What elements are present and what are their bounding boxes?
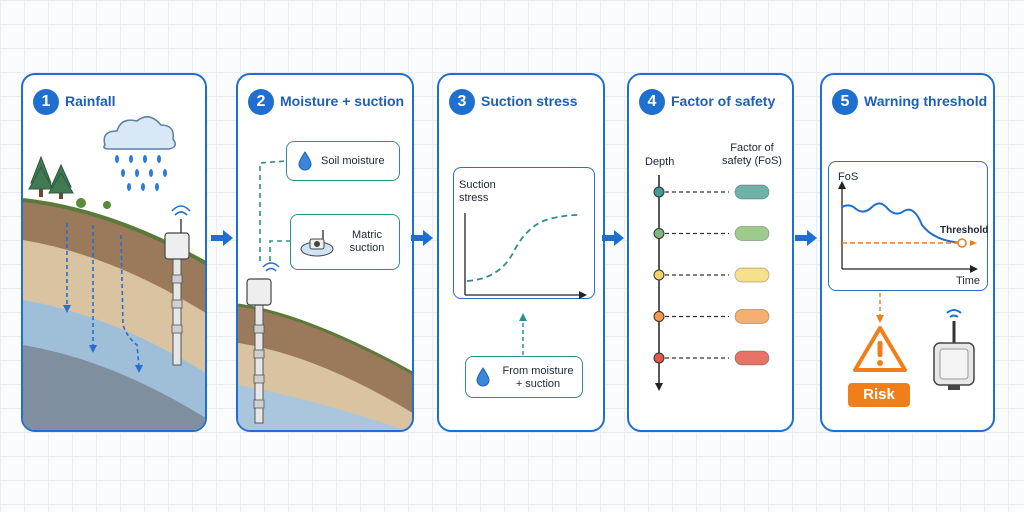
depth-label: Depth [645, 156, 675, 168]
depth-node [653, 186, 665, 198]
depth-node [653, 352, 665, 364]
fos-level-pill [734, 267, 770, 283]
infiltration-arrows [66, 223, 140, 368]
rainfall-illustration [23, 116, 205, 430]
step-number-1: 1 [33, 89, 59, 115]
fos-levels [653, 184, 770, 366]
suction-stress-chart-box [453, 167, 595, 299]
flow-arrow-icon [602, 230, 624, 246]
panel-rainfall: 1 Rainfall [21, 73, 207, 432]
soil-moisture-box: Soil moisture [286, 141, 400, 181]
moisture-suction-source-box: From moisture + suction [465, 356, 583, 398]
panel-title-warning-threshold: Warning threshold [864, 93, 988, 109]
warning-icon [853, 326, 907, 372]
time-axis-label: Time [956, 275, 981, 287]
panel-title-moisture-suction: Moisture + suction [280, 93, 405, 109]
risk-badge: Risk [848, 383, 910, 407]
panel-title-rainfall: Rainfall [65, 93, 116, 109]
step-number-5: 5 [832, 89, 858, 115]
soil-moisture-label: Soil moisture [321, 155, 385, 167]
panel-moisture-suction: 2 Moisture + suction Soil moisture [236, 73, 414, 432]
depth-node [653, 269, 665, 281]
panel-title-suction-stress: Suction stress [481, 93, 578, 109]
tensiometer-icon [300, 230, 334, 257]
flow-arrow-icon [211, 230, 233, 246]
suction-stress-curve [464, 213, 587, 355]
depth-node [653, 228, 665, 239]
fos-level-pill [734, 350, 770, 366]
moisture-suction-source-label: From moisture + suction [502, 365, 574, 390]
flow-arrow-icon [411, 230, 433, 246]
fos-level-pill [734, 226, 770, 241]
fos-axis-label: FoS [838, 171, 859, 183]
threshold-label: Threshold [940, 225, 989, 236]
slope-illustration [238, 160, 412, 430]
flow-arrow-icon [795, 230, 817, 246]
raindrops [115, 155, 167, 191]
suction-stress-axis-label: Suction stress [459, 179, 496, 204]
water-drop-icon [476, 367, 490, 387]
tree-icon [28, 155, 54, 197]
soil-probe-sensor-icon [164, 205, 191, 366]
soil-probe-sensor-icon [246, 262, 280, 424]
panel-title-factor-of-safety: Factor of safety [671, 93, 776, 109]
step-number-4: 4 [639, 89, 665, 115]
panel-factor-of-safety: 4 Factor of safety Depth Factor of safet… [627, 73, 794, 432]
cloud-icon [103, 116, 176, 150]
panel-suction-stress: 3 Suction stress Suction stress From moi… [437, 73, 605, 432]
tree-icon [48, 163, 74, 199]
matric-suction-label: Matric suction [349, 229, 385, 254]
fos-time-chart [838, 181, 978, 323]
wireless-sensor-icon [933, 309, 975, 390]
matric-suction-box: Matric suction [290, 214, 400, 270]
step-number-2: 2 [248, 89, 274, 115]
fos-label: Factor of safety (FoS) [722, 142, 782, 167]
soil-layer-bedrock [23, 345, 205, 430]
panel-warning-threshold: 5 Warning threshold FoS Time Threshold R… [820, 73, 995, 432]
step-number-3: 3 [449, 89, 475, 115]
depth-node [653, 311, 665, 322]
fos-level-pill [734, 184, 770, 200]
fos-level-pill [734, 309, 770, 324]
water-drop-icon [298, 151, 312, 171]
